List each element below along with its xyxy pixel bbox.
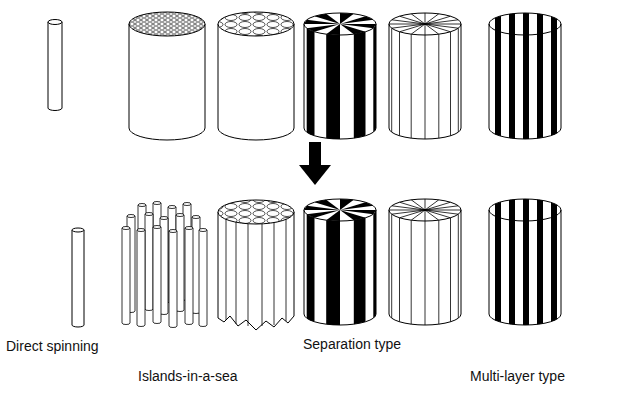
caption-label: Separation type [303,336,401,353]
cell-fiber-split [218,200,294,330]
split-microfibers [122,202,207,328]
down-arrow [299,142,331,185]
cell-fiber [218,12,294,140]
islands-fiber [129,12,205,140]
caption-label: Islands-in-a-sea [138,368,238,385]
segmented-fiber-light [389,13,461,139]
caption-label: Multi-layer type [470,368,565,385]
segmented-fiber-light-split [389,199,461,325]
caption-label: Direct spinning [6,338,99,355]
segmented-fiber-dark-split [304,199,376,328]
direct-fiber-result [72,228,84,327]
multilayer-fiber-split [489,196,561,328]
multilayer-fiber [489,10,561,142]
direct-fiber [48,20,62,111]
segmented-fiber-dark [304,13,376,142]
